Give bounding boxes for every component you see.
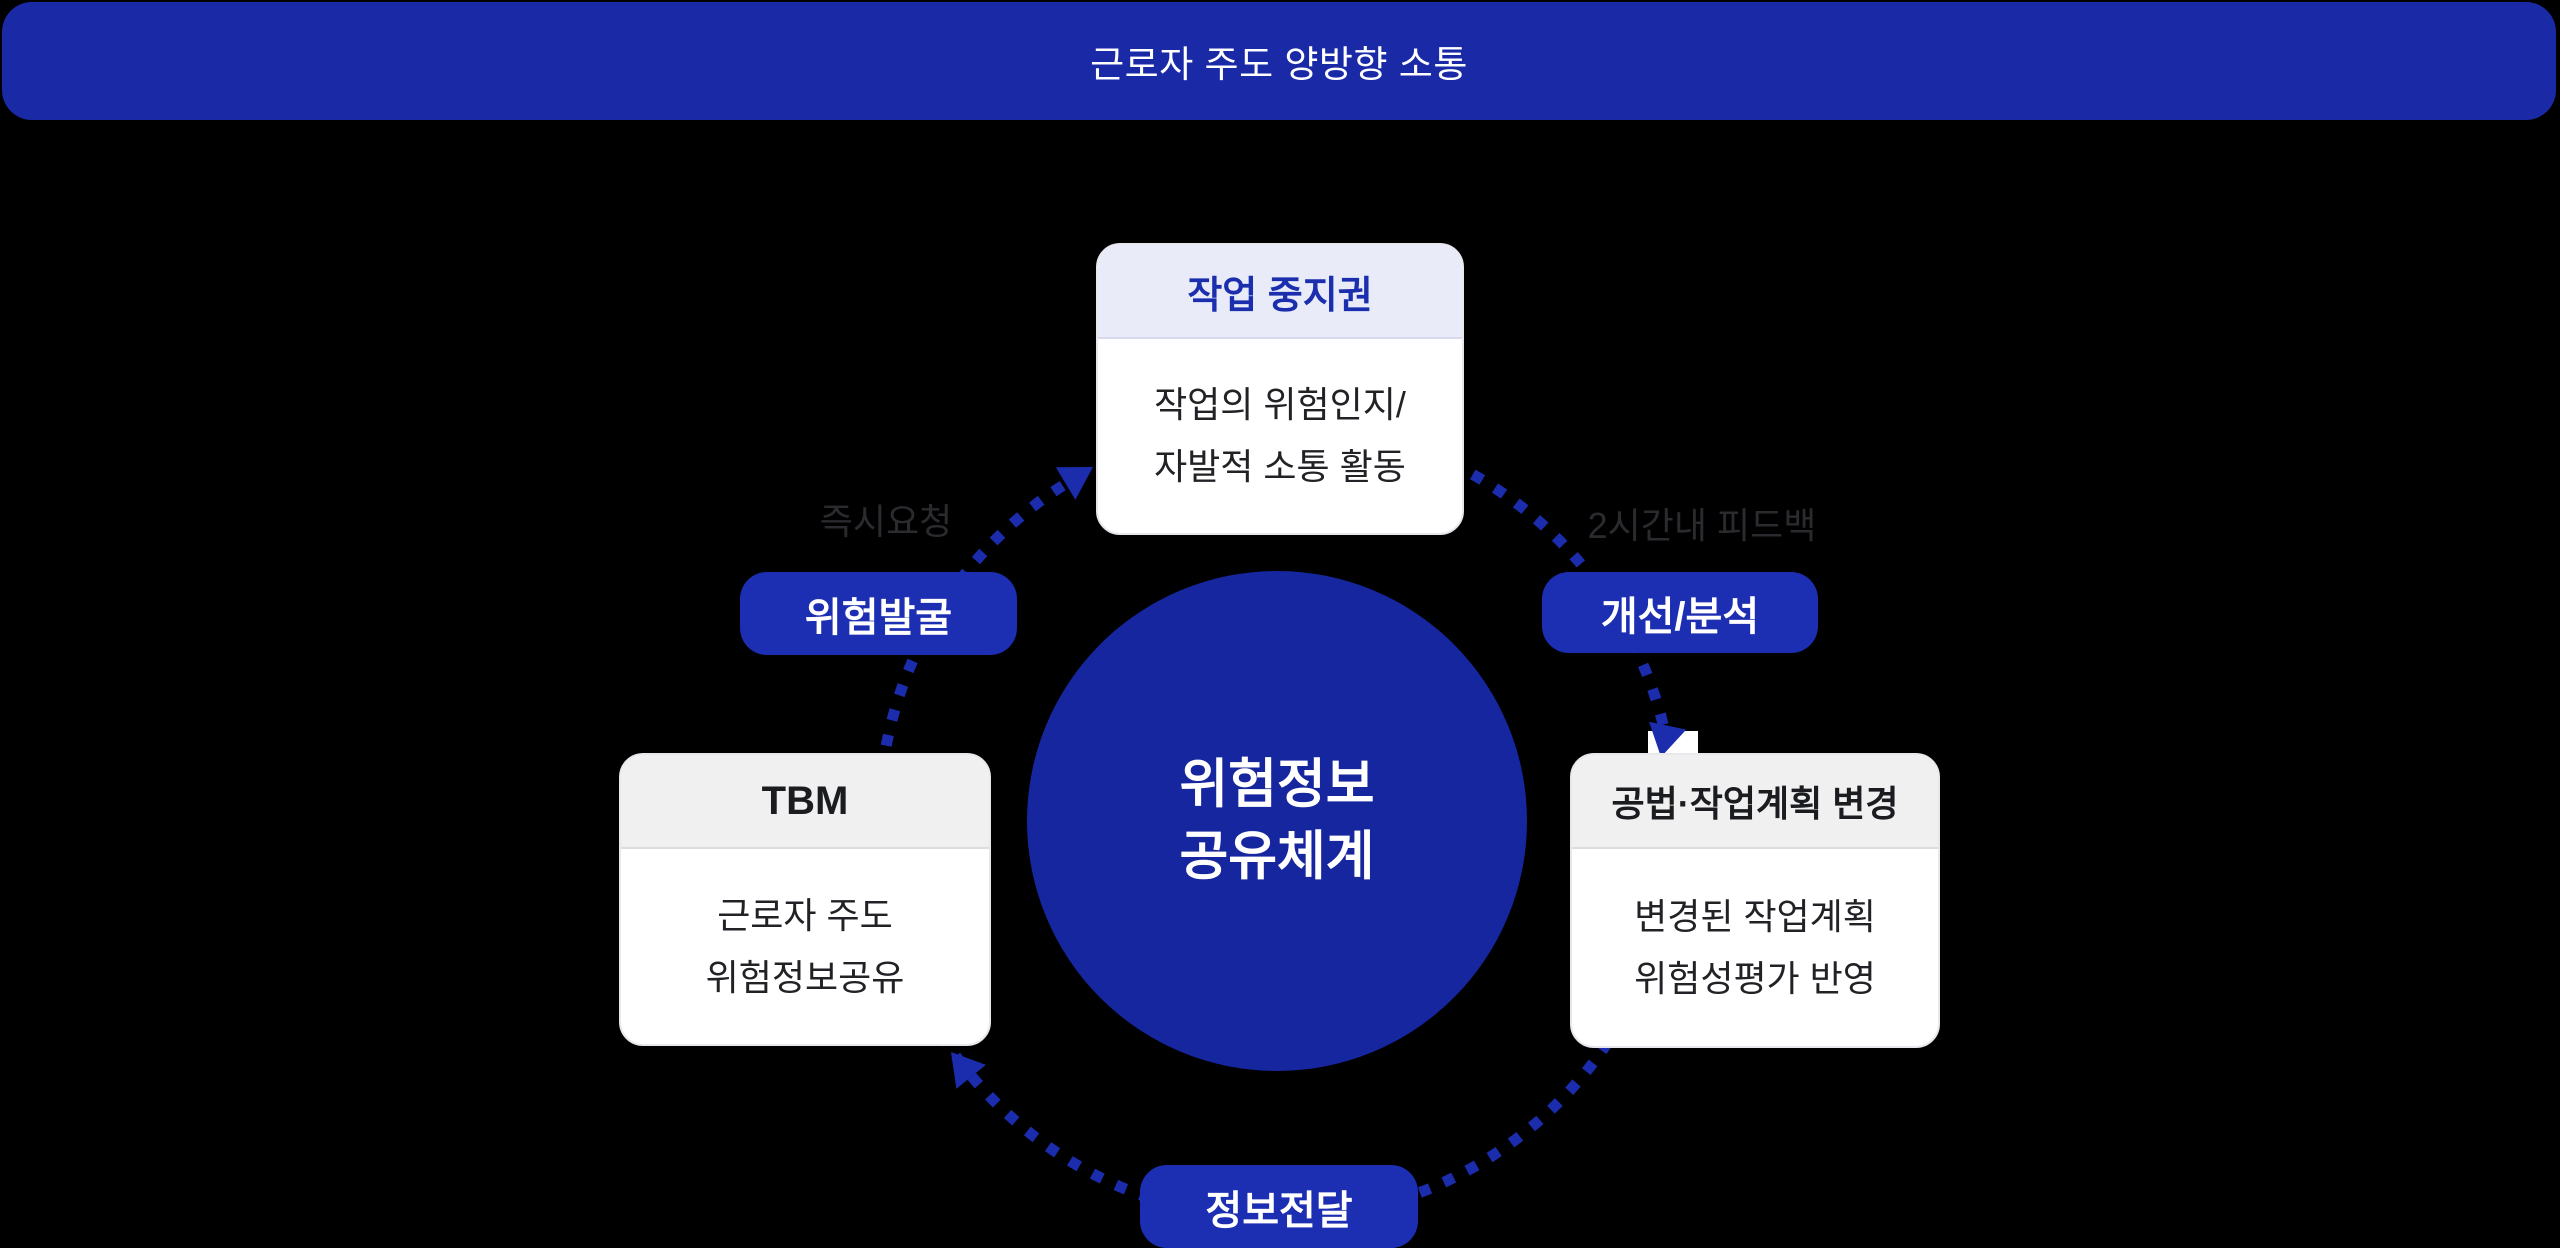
center-circle-line1: 위험정보 bbox=[1179, 755, 1375, 814]
pill-risk-discovery-label: 위험발굴 bbox=[804, 595, 953, 640]
card-work-stop-right: 작업 중지권 작업의 위험인지/ 자발적 소통 활동 bbox=[1096, 243, 1464, 535]
center-circle-line2: 공유체계 bbox=[1179, 827, 1375, 886]
pill-risk-discovery: 위험발굴 bbox=[740, 572, 1017, 655]
arrowhead-to-left-card-icon bbox=[951, 1052, 986, 1089]
card-tbm: TBM 근로자 주도 위험정보공유 bbox=[619, 753, 991, 1046]
edge-label-immediate-request: 즉시요청 bbox=[819, 501, 953, 542]
card-work-stop-right-title: 작업 중지권 bbox=[1098, 245, 1462, 339]
card-tbm-title: TBM bbox=[621, 755, 989, 849]
card-work-stop-right-body-line2: 자발적 소통 활동 bbox=[1154, 446, 1406, 487]
card-tbm-body: 근로자 주도 위험정보공유 bbox=[621, 849, 989, 1044]
card-tbm-body-line1: 근로자 주도 bbox=[717, 894, 893, 936]
pill-info-delivery: 정보전달 bbox=[1140, 1165, 1418, 1248]
card-plan-change-body-line1: 변경된 작업계획 bbox=[1634, 895, 1876, 937]
edge-label-2hour-feedback: 2시간내 피드백 bbox=[1587, 505, 1817, 546]
banner-title: 근로자 주도 양방향 소통 bbox=[1090, 44, 1468, 85]
card-tbm-body-line2: 위험정보공유 bbox=[705, 956, 905, 998]
pill-improve-analyze-label: 개선/분석 bbox=[1600, 594, 1760, 639]
center-circle: 위험정보 공유체계 bbox=[1027, 571, 1527, 1071]
card-plan-change-body-line2: 위험성평가 반영 bbox=[1634, 957, 1876, 999]
card-plan-change: 공법·작업계획 변경 변경된 작업계획 위험성평가 반영 bbox=[1570, 753, 1940, 1048]
card-work-stop-right-body: 작업의 위험인지/ 자발적 소통 활동 bbox=[1098, 339, 1462, 533]
card-work-stop-right-body-line1: 작업의 위험인지/ bbox=[1154, 384, 1406, 425]
arrowhead-to-right-card-icon bbox=[1649, 721, 1687, 757]
pill-info-delivery-label: 정보전달 bbox=[1205, 1188, 1353, 1233]
arrowhead-to-top-card-icon bbox=[1055, 467, 1093, 500]
card-plan-change-body: 변경된 작업계획 위험성평가 반영 bbox=[1572, 849, 1938, 1046]
card-plan-change-title: 공법·작업계획 변경 bbox=[1572, 755, 1938, 849]
pill-improve-analyze: 개선/분석 bbox=[1542, 572, 1818, 653]
header-banner: 근로자 주도 양방향 소통 bbox=[2, 2, 2556, 120]
